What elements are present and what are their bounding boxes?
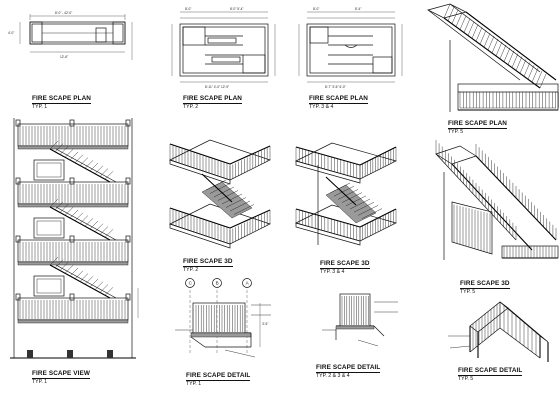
grid-bubble-c xyxy=(185,278,195,288)
caption-title: FIRE SCAPE PLAN xyxy=(32,95,92,104)
svg-text:8'-0" 5'-4": 8'-0" 5'-4" xyxy=(230,7,244,11)
grid-bubble-label: C xyxy=(189,280,193,285)
grid-bubble-label: B xyxy=(216,280,219,285)
caption-title: FIRE SCAPE PLAN xyxy=(183,95,243,104)
caption-title: FIRE SCAPE 3D xyxy=(460,280,510,289)
caption-iso-typ34: FIRE SCAPE 3D TYP. 3 & 4 xyxy=(320,260,370,276)
plan-typ2-drawing: 8'-0" 8'-0" 5'-4" 8'-11" 4'-0" 12'-9" xyxy=(150,0,280,95)
caption-iso-typ5: FIRE SCAPE 3D TYP. 5 xyxy=(460,280,510,296)
grid-bubble-a xyxy=(242,278,252,288)
detail-typ234-drawing xyxy=(318,288,418,363)
caption-detail-typ234: FIRE SCAPE DETAIL TYP. 2 & 3 & 4 xyxy=(316,364,381,380)
svg-text:8'-0" - 42'-0": 8'-0" - 42'-0" xyxy=(55,11,72,15)
caption-title: FIRE SCAPE DETAIL xyxy=(186,372,251,381)
caption-title: FIRE SCAPE PLAN xyxy=(309,95,369,104)
svg-text:12'-6": 12'-6" xyxy=(60,55,68,59)
caption-sub: TYP. 5 xyxy=(448,128,464,135)
caption-sub: TYP. 5 xyxy=(460,288,476,295)
plan-typ34-drawing: 8'-0" 8'-4" 8'-7" 3'-6" 6'-0" xyxy=(285,0,415,95)
caption-plan-typ1: FIRE SCAPE PLAN TYP. 1 xyxy=(32,95,92,111)
caption-title: FIRE SCAPE 3D xyxy=(183,258,233,267)
caption-plan-typ34: FIRE SCAPE PLAN TYP. 3 & 4 xyxy=(309,95,369,111)
iso-typ2-drawing xyxy=(162,122,287,257)
detail-typ1-drawing: C B A 3'-6" xyxy=(165,275,285,370)
svg-text:8'-0": 8'-0" xyxy=(313,7,319,11)
caption-sub: TYP. 3 & 4 xyxy=(320,268,345,275)
svg-text:8'-11" 4'-0" 12'-9": 8'-11" 4'-0" 12'-9" xyxy=(205,85,229,89)
svg-text:8'-0": 8'-0" xyxy=(185,7,191,11)
plan-typ1-drawing: 8'-0" - 42'-0" 4'-0" 12'-6" xyxy=(0,0,140,95)
caption-title: FIRE SCAPE VIEW xyxy=(32,370,90,379)
svg-text:3'-6": 3'-6" xyxy=(262,322,268,326)
caption-plan-typ5: FIRE SCAPE PLAN TYP. 5 xyxy=(448,120,508,136)
grid-bubble-label: A xyxy=(246,280,249,285)
caption-sub: TYP. 2 & 3 & 4 xyxy=(316,372,350,379)
caption-detail-typ5: FIRE SCAPE DETAIL TYP. 5 xyxy=(458,367,523,383)
svg-text:8'-7" 3'-6" 6'-0": 8'-7" 3'-6" 6'-0" xyxy=(325,85,346,89)
caption-sub: TYP. 1 xyxy=(32,378,48,385)
view-typ1-drawing xyxy=(10,118,145,370)
iso-typ5-drawing xyxy=(432,140,559,277)
caption-plan-typ2: FIRE SCAPE PLAN TYP. 2 xyxy=(183,95,243,111)
plan-typ5-drawing xyxy=(420,0,559,120)
iso-typ34-drawing xyxy=(290,135,415,260)
caption-detail-typ1: FIRE SCAPE DETAIL TYP. 1 xyxy=(186,372,251,388)
caption-title: FIRE SCAPE DETAIL xyxy=(316,364,381,373)
grid-bubble-b xyxy=(212,278,222,288)
caption-sub: TYP. 1 xyxy=(186,380,202,387)
svg-text:8'-4": 8'-4" xyxy=(355,7,361,11)
caption-view-typ1: FIRE SCAPE VIEW TYP. 1 xyxy=(32,370,90,386)
caption-sub: TYP. 3 & 4 xyxy=(309,103,334,110)
detail-typ5-drawing xyxy=(440,296,559,366)
caption-title: FIRE SCAPE 3D xyxy=(320,260,370,269)
caption-iso-typ2: FIRE SCAPE 3D TYP. 2 xyxy=(183,258,233,274)
caption-sub: TYP. 5 xyxy=(458,375,474,382)
svg-text:4'-0": 4'-0" xyxy=(8,31,14,35)
caption-sub: TYP. 2 xyxy=(183,103,199,110)
caption-title: FIRE SCAPE PLAN xyxy=(448,120,508,129)
caption-sub: TYP. 2 xyxy=(183,266,199,273)
caption-title: FIRE SCAPE DETAIL xyxy=(458,367,523,376)
caption-sub: TYP. 1 xyxy=(32,103,48,110)
